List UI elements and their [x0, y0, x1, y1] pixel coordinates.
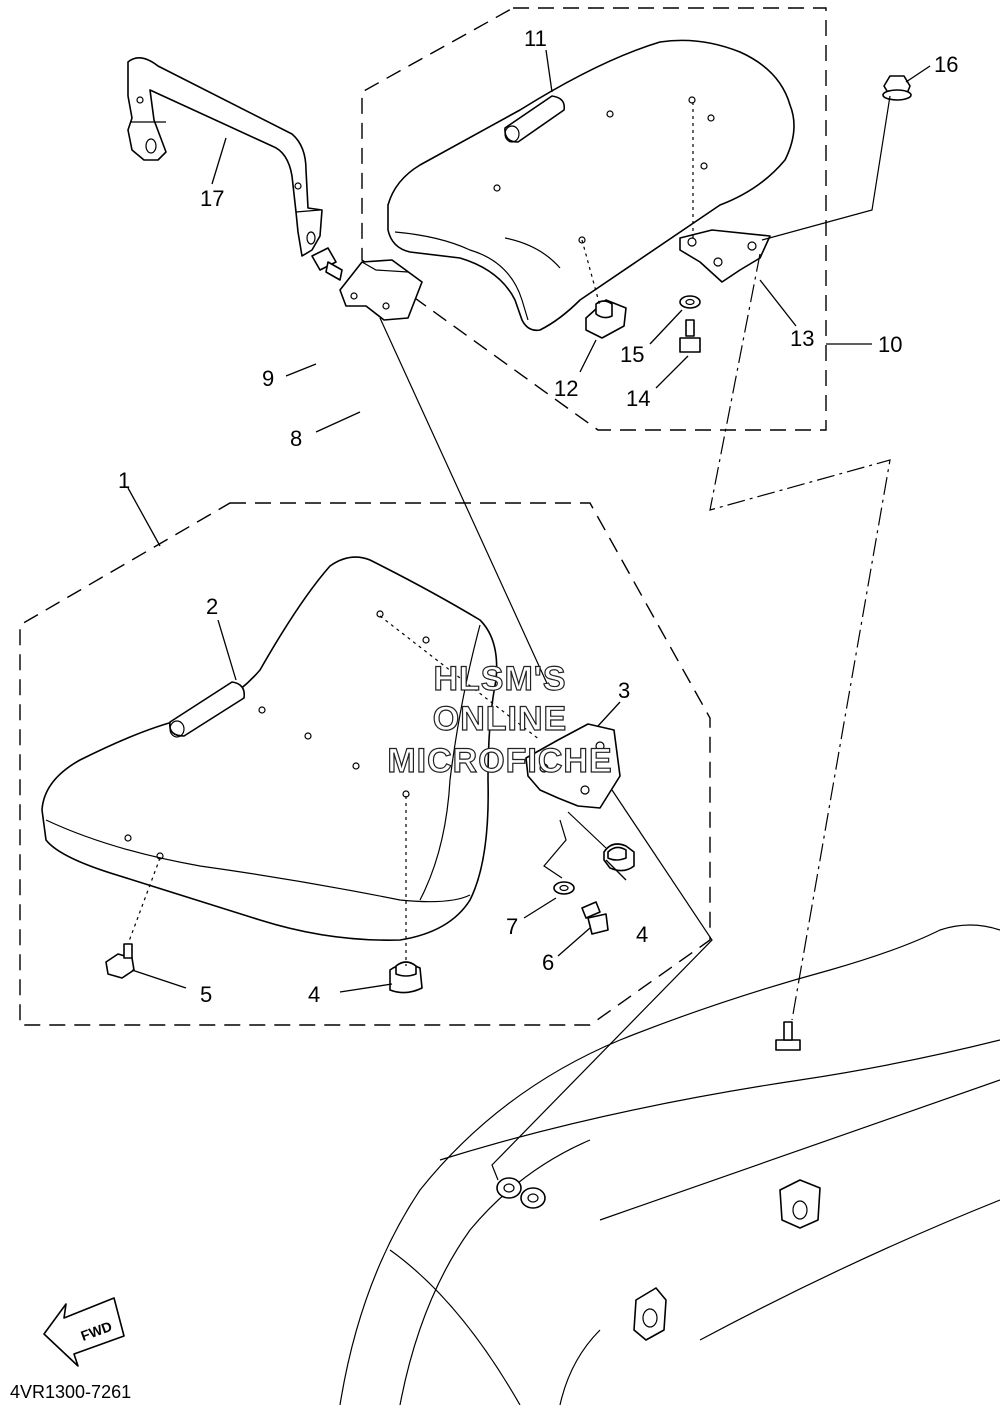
front-seat-part: [41, 556, 498, 941]
watermark-line-1: HLSM'S: [433, 660, 566, 698]
watermark-line-3: MICROFICHE: [387, 742, 612, 780]
bolt-14-part: [679, 319, 701, 353]
rear-seat-part: [387, 39, 795, 332]
bolt-6-part: [581, 901, 609, 935]
callout-leaders: [127, 49, 931, 993]
damper-4-right-part: [603, 843, 635, 872]
callout-7: 7: [506, 914, 518, 939]
document-code: 4VR1300-7261: [10, 1382, 131, 1402]
washer-15-part: [679, 295, 701, 309]
callout-3: 3: [618, 678, 630, 703]
grab-bar-part: [127, 57, 323, 257]
front-seat-bracket-part: [525, 723, 621, 809]
rear-seat-bracket-part: [679, 229, 771, 283]
callout-5: 5: [200, 982, 212, 1007]
assembly-lines: [127, 95, 891, 1181]
callout-10: 10: [878, 332, 902, 357]
callout-11: 11: [524, 26, 547, 51]
callout-17: 17: [200, 186, 224, 211]
watermark: HLSM'S ONLINE MICROFICHE: [387, 659, 613, 780]
watermark-line-2: ONLINE: [433, 700, 567, 738]
callout-4-bottom: 4: [308, 982, 320, 1007]
rear-seat-group-boundary: [361, 7, 827, 431]
seat-bracket-8-part: [339, 259, 423, 321]
callout-1: 1: [118, 468, 130, 493]
callout-9: 9: [262, 366, 274, 391]
damper-5-part: [105, 943, 135, 979]
callout-14: 14: [626, 386, 650, 411]
callout-numbers: 1 2 3 4 4 5 6 7 8 9 10 11 12 13 14 15 16…: [118, 26, 958, 1007]
callout-8: 8: [290, 426, 302, 451]
callout-12: 12: [554, 376, 578, 401]
damper-4-bottom-part: [389, 961, 423, 994]
front-seat-group-boundary: [19, 502, 711, 1026]
callout-4-right: 4: [636, 922, 648, 947]
callout-16: 16: [934, 52, 958, 77]
fwd-arrow-badge: FWD: [43, 1297, 125, 1367]
washer-7-part: [553, 881, 575, 895]
callout-2: 2: [206, 594, 218, 619]
nut-16-part: [882, 75, 912, 101]
rear-fender-frame: [339, 924, 1000, 1406]
callout-6: 6: [542, 950, 554, 975]
callout-15: 15: [620, 342, 644, 367]
callout-13: 13: [790, 326, 814, 351]
rear-damper-part: [585, 299, 627, 339]
bolt-9-part: [311, 247, 343, 281]
